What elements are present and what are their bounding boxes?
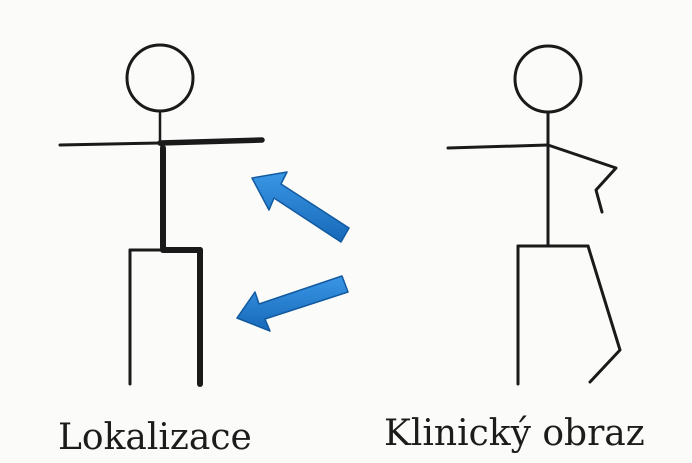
left-figure-caption: Lokalizace (58, 417, 252, 458)
right-stick-figure (446, 44, 622, 386)
right-figure-arm-left (446, 143, 550, 150)
arrow-upper (251, 171, 350, 243)
left-figure-arm-right (157, 137, 265, 146)
left-figure-head (125, 43, 195, 113)
right-figure-arm-right-bent (546, 143, 618, 214)
left-figure-arm-left (58, 141, 162, 147)
arrow-lower (236, 275, 349, 332)
left-stick-figure (58, 43, 265, 387)
right-figure-caption: Klinický obraz (384, 413, 645, 454)
right-figure-head (513, 44, 583, 114)
right-figure-leg-right-bent (586, 244, 622, 384)
